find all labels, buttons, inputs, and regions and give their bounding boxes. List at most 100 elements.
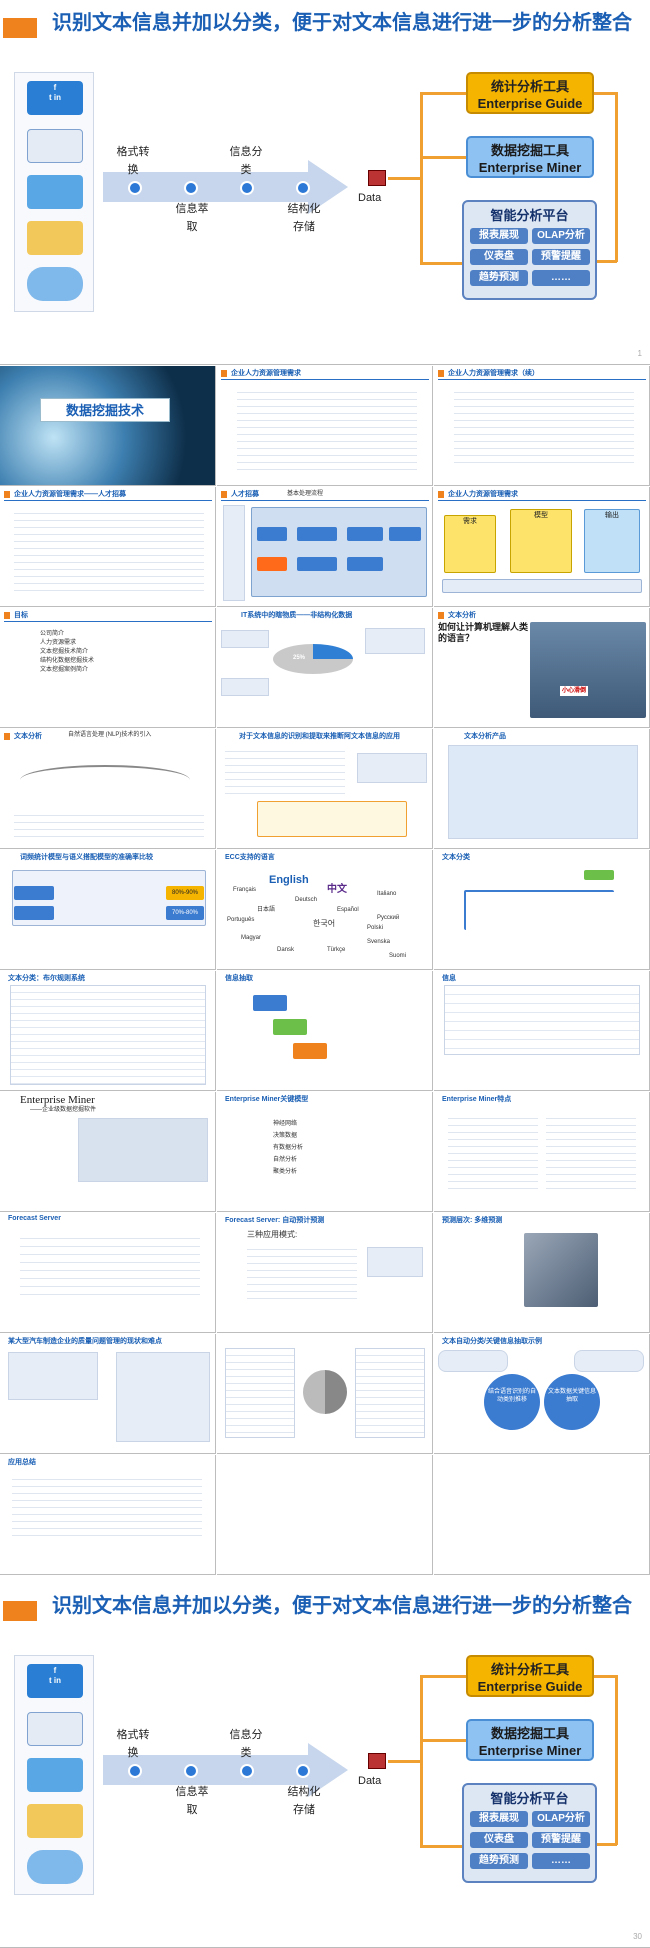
thumb-12[interactable]: 对于文本信息的识别和提取来推断阿文本信息的应用 (217, 729, 433, 849)
thumb-title: 预测层次: 多维预测 (442, 1217, 503, 1224)
thumb-23[interactable]: Forecast Server (0, 1213, 216, 1333)
circle-right: 文本数据关键信息抽取 (544, 1374, 600, 1430)
tool-product: Enterprise Guide (477, 96, 583, 111)
em-screenshot (78, 1118, 208, 1182)
thumb-empty-2 (434, 1455, 650, 1575)
connector (615, 92, 618, 262)
thumb-title: 应用总结 (8, 1459, 36, 1466)
thumb-25[interactable]: 预测层次: 多维预测 (434, 1213, 650, 1333)
thumb-16[interactable]: 文本分类 (434, 850, 650, 970)
arc-diagram (20, 765, 190, 795)
flow-dot-1 (128, 1764, 142, 1778)
flow-label-classify: 信息分类 (229, 1729, 263, 1759)
lang-word: Español (337, 907, 359, 913)
data-label: Data (358, 192, 382, 204)
text-block (454, 386, 634, 466)
flow-label-extract: 信息萃取 (175, 203, 209, 233)
data-cube (524, 1233, 598, 1307)
thumb-18[interactable]: 信息抽取 (217, 971, 433, 1091)
thumb-14[interactable]: 词频统计模型与语义搭配模型的准确率比较 80%-90% 70%-80% (0, 850, 216, 970)
thumb-4[interactable]: 企业人力资源管理需求（续） (434, 366, 650, 486)
lang-word: Polski (367, 925, 384, 931)
mining-tool-box: 数据挖掘工具 Enterprise Miner (466, 1719, 594, 1761)
thumb-26[interactable]: 某大型汽车制造企业的质量问题管理的现状和难点 (0, 1334, 216, 1454)
statistical-tool-box: 统计分析工具 Enterprise Guide (466, 1655, 594, 1697)
sign-photo (530, 622, 646, 718)
slide-title: 识别文本信息并加以分类，便于对文本信息进行进一步的分析整合 (52, 1595, 632, 1617)
chip-report: 报表展现 (470, 1811, 528, 1827)
thumb-19[interactable]: 信息 (434, 971, 650, 1091)
lang-word: Русский (377, 915, 400, 921)
row-head (14, 886, 54, 900)
thumb-title: 信息 (442, 975, 456, 982)
thumb-title: 文本自动分类/关键信息抽取示例 (442, 1338, 542, 1345)
thumb-21[interactable]: Enterprise Miner关键模型 神经网络 决策数据 有数据分析 自然分… (217, 1092, 433, 1212)
flow-label-store: 结构化存储 (287, 203, 321, 233)
analysis-platform: 智能分析平台 报表展现 OLAP分析 仪表盘 预警提醒 趋势预测 …… (462, 200, 597, 300)
process-box (257, 557, 287, 571)
thumb-title: 文本分类 (442, 854, 470, 861)
output-box: 输出 (584, 509, 640, 573)
connector (615, 1675, 618, 1845)
text-block (12, 1473, 202, 1537)
thumb-3[interactable]: 企业人力资源管理需求 (217, 366, 433, 486)
thumb-7[interactable]: 企业人力资源管理需求 需求 模型 输出 (434, 487, 650, 607)
folder-icon (27, 221, 83, 255)
flow-label-format: 格式转换 (116, 1729, 150, 1759)
accuracy-high: 80%-90% (166, 886, 204, 900)
pie-label: 25% (293, 655, 306, 661)
diagram-left (8, 1352, 98, 1400)
thumb-11[interactable]: 文本分析 自然语言处理 (NLP)技术的引入 (0, 729, 216, 849)
step-box (273, 1019, 307, 1035)
thumb-17[interactable]: 文本分类：布尔规则系统 (0, 971, 216, 1091)
text-block (14, 507, 204, 597)
flow-dot-4 (296, 181, 310, 195)
lang-word: Dansk (277, 947, 295, 953)
thumb-title: IT系统中的瞎物质——非结构化数据 (241, 612, 353, 619)
text-block (237, 386, 417, 476)
data-server-icon (368, 170, 386, 186)
thumb-8[interactable]: 目标 公司简介 人力资源需求 文本挖掘技术简介 结构化数据挖掘技术 文本挖掘案例… (0, 608, 216, 728)
text-block (247, 1243, 357, 1303)
thumb-2[interactable]: 数据挖掘技术 (0, 366, 216, 486)
thumb-13[interactable]: 文本分析产品 (434, 729, 650, 849)
thumb-9[interactable]: IT系统中的瞎物质——非结构化数据 25% (217, 608, 433, 728)
thumb-24[interactable]: Forecast Server: 自动预计预测 三种应用模式: (217, 1213, 433, 1333)
thumb-27[interactable] (217, 1334, 433, 1454)
title-accent-bar (3, 18, 37, 38)
model-box: 模型 (510, 509, 572, 573)
tree-diagram (464, 890, 614, 930)
thumb-20[interactable]: Enterprise Miner ——企业级数据挖掘软件 (0, 1092, 216, 1212)
thumb-22[interactable]: Enterprise Miner特点 (434, 1092, 650, 1212)
tool-product: Enterprise Miner (478, 1743, 582, 1758)
news-icon (27, 1712, 83, 1746)
row-head (14, 906, 54, 920)
flow-dot-2 (184, 181, 198, 195)
pie-chart (273, 644, 353, 674)
thumb-15[interactable]: ECC支持的语言 English 中文 Français Deutsch 日本語… (217, 850, 433, 970)
thumb-28[interactable]: 文本自动分类/关键信息抽取示例 结合语音识别的自动类别推移 文本数据关键信息抽取 (434, 1334, 650, 1454)
model-item: 自然分析 (273, 1157, 298, 1163)
chip-olap: OLAP分析 (532, 1811, 590, 1827)
tool-name: 统计分析工具 (490, 79, 569, 94)
thumb-5[interactable]: 企业人力资源管理需求——人才招募 (0, 487, 216, 607)
model-item: 有数据分析 (273, 1145, 304, 1151)
callout-box (365, 628, 425, 654)
category-node (584, 870, 614, 880)
goal-item: 人力资源需求 (40, 640, 77, 646)
chip-forecast: 趋势预测 (470, 1853, 528, 1869)
tool-product: Enterprise Miner (478, 160, 582, 175)
requirement-box: 需求 (444, 515, 496, 573)
circle-left: 结合语音识别的自动类别推移 (484, 1374, 540, 1430)
thumb-10[interactable]: 文本分析 如何让计算机理解人类的语言？ 小心滑倒 (434, 608, 650, 728)
thumb-6[interactable]: 人才招募 基本处理流程 (217, 487, 433, 607)
thumb-29[interactable]: 应用总结 (0, 1455, 216, 1575)
goal-item: 文本挖掘技术简介 (40, 649, 89, 655)
text-block (546, 1112, 636, 1192)
step-box (253, 995, 287, 1011)
thumb-title: Forecast Server: 自动预计预测 (225, 1217, 325, 1224)
connector (388, 1760, 422, 1763)
lang-chinese: 中文 (327, 884, 347, 895)
